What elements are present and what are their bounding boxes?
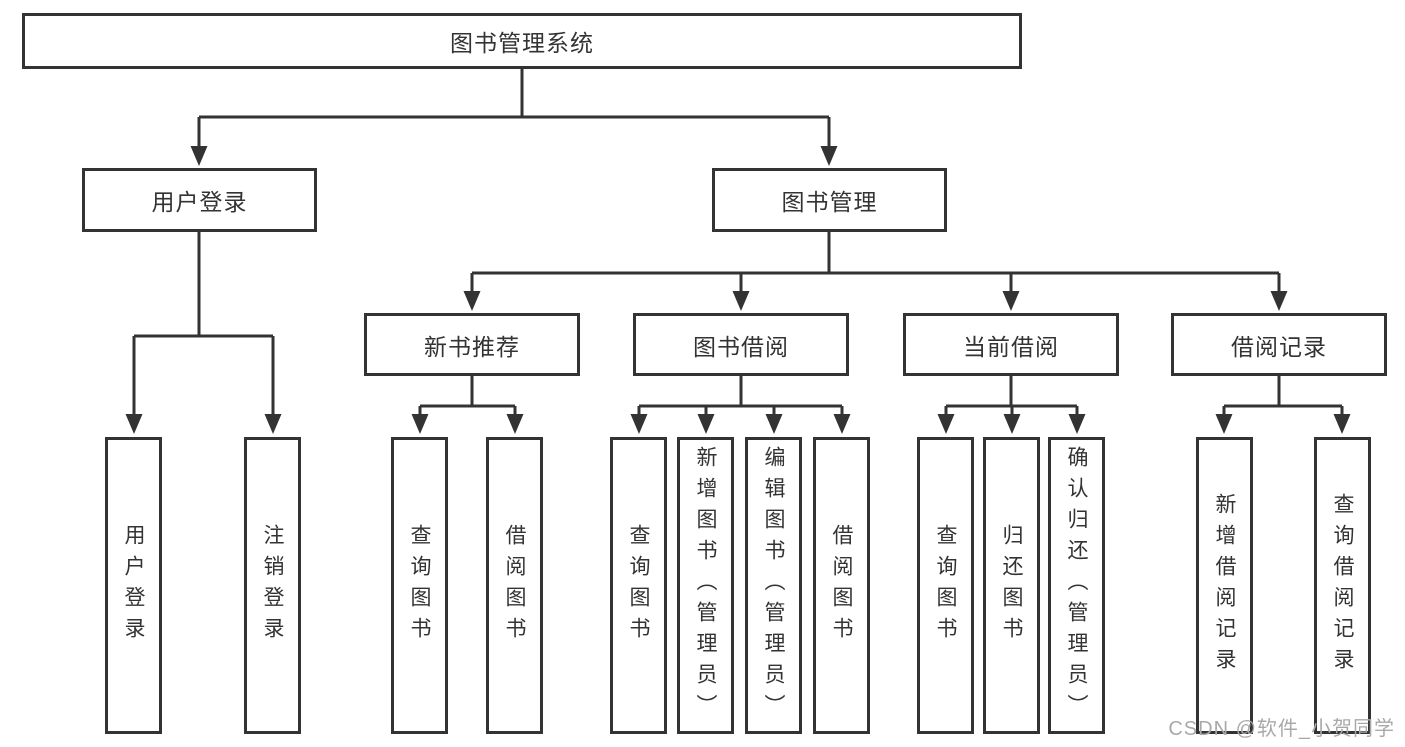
node-new-books-label: 新书推荐: [424, 333, 520, 360]
leaf-records-query-label: 查询借阅记录: [1331, 492, 1354, 679]
node-borrow-records: 借阅记录: [1171, 313, 1387, 376]
leaf-current-return-label: 归还图书: [1000, 523, 1023, 648]
watermark: CSDN @软件_小贺同学: [1168, 718, 1395, 740]
connector-borrow-records-group: [1222, 376, 1344, 418]
node-new-books: 新书推荐: [364, 313, 580, 376]
leaf-current-query: 查询图书: [917, 437, 974, 734]
leaf-records-add: 新增借阅记录: [1196, 437, 1253, 734]
node-root-label: 图书管理系统: [450, 30, 594, 56]
connector-user-login-group: [132, 232, 275, 418]
leaf-borrow-query-label: 查询图书: [627, 523, 650, 648]
node-book-borrow: 图书借阅: [633, 313, 849, 376]
leaf-records-add-label: 新增借阅记录: [1213, 492, 1236, 679]
leaf-logout: 注销登录: [244, 437, 301, 734]
node-root: 图书管理系统: [22, 13, 1022, 69]
connector-root-to-level2: [197, 69, 831, 150]
leaf-borrow-add-admin: 新增图书（管理员）: [677, 437, 734, 734]
leaf-records-query: 查询借阅记录: [1314, 437, 1371, 734]
leaf-current-return: 归还图书: [983, 437, 1040, 734]
connector-current-borrow-group: [944, 376, 1079, 418]
leaf-newbooks-query: 查询图书: [391, 437, 448, 734]
node-user-login-label: 用户登录: [151, 189, 248, 215]
connector-book-mgmt-to-level3: [470, 232, 1281, 295]
leaf-borrow-book-label: 借阅图书: [830, 523, 853, 648]
leaf-newbooks-borrow-label: 借阅图书: [503, 523, 526, 648]
leaf-current-confirm-admin: 确认归还（管理员）: [1048, 437, 1105, 734]
leaf-user-login: 用户登录: [105, 437, 162, 734]
leaf-current-confirm-admin-label: 确认归还（管理员）: [1065, 446, 1088, 725]
leaf-borrow-add-admin-label: 新增图书（管理员）: [694, 446, 717, 725]
leaf-borrow-book: 借阅图书: [813, 437, 870, 734]
node-current-borrow: 当前借阅: [903, 313, 1119, 376]
node-book-borrow-label: 图书借阅: [693, 333, 789, 360]
leaf-borrow-edit-admin-label: 编辑图书（管理员）: [762, 446, 785, 725]
leaf-current-query-label: 查询图书: [934, 523, 957, 648]
node-current-borrow-label: 当前借阅: [963, 333, 1059, 360]
leaf-logout-label: 注销登录: [261, 523, 284, 648]
node-borrow-records-label: 借阅记录: [1231, 333, 1327, 360]
leaf-borrow-query: 查询图书: [610, 437, 667, 734]
leaf-newbooks-borrow: 借阅图书: [486, 437, 543, 734]
connector-new-books-group: [418, 376, 517, 418]
arrowheads: [125, 146, 1351, 434]
leaf-newbooks-query-label: 查询图书: [408, 523, 431, 648]
leaf-borrow-edit-admin: 编辑图书（管理员）: [745, 437, 802, 734]
connector-book-borrow-group: [637, 376, 844, 418]
node-book-management-label: 图书管理: [781, 189, 878, 215]
leaf-user-login-label: 用户登录: [122, 523, 145, 648]
node-user-login: 用户登录: [82, 168, 317, 232]
node-book-management: 图书管理: [712, 168, 947, 232]
